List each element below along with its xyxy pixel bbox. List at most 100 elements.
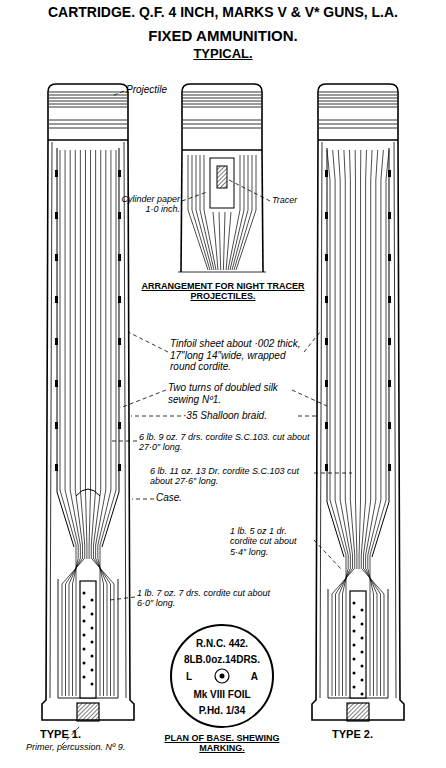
primer-tube: [80, 581, 96, 698]
cordite-strand: [361, 150, 366, 569]
cordite-strand: [350, 150, 355, 569]
driving-band: [183, 124, 261, 125]
driving-band: [49, 98, 127, 99]
cordite-wrap: [58, 579, 118, 698]
cordite-strand: [338, 150, 350, 569]
cordite-strand: [223, 212, 225, 270]
driving-band: [319, 128, 397, 129]
cordite-strand: [100, 150, 116, 559]
sewing-tick: [118, 296, 121, 303]
sewing-tick: [325, 254, 328, 261]
driving-band: [183, 104, 261, 105]
base-marking: P.Hd. 1/34: [199, 706, 246, 716]
callout-label: Primer, percussion. Nº 9.: [26, 742, 146, 752]
sewing-tick: [118, 338, 121, 345]
vent-hole: [353, 658, 356, 661]
vent-hole: [91, 599, 94, 602]
cordite-strand: [343, 569, 349, 696]
driving-band: [183, 95, 261, 96]
tinfoil-wrap: [57, 148, 74, 547]
vent-hole: [353, 616, 356, 619]
driving-band: [183, 98, 261, 99]
vent-hole: [361, 665, 364, 668]
driving-band: [319, 124, 397, 125]
vent-hole: [83, 634, 86, 637]
vent-hole: [361, 623, 364, 626]
sewing-tick: [388, 338, 391, 345]
case-inner-wall: [320, 142, 322, 698]
primer: [347, 703, 369, 721]
vent-hole: [361, 693, 364, 696]
driving-band: [319, 104, 397, 105]
vent-hole: [353, 644, 356, 647]
sewing-tick: [325, 170, 328, 177]
driving-band: [183, 101, 261, 102]
driving-band: [49, 107, 127, 108]
vent-hole: [83, 676, 86, 679]
vent-hole: [353, 686, 356, 689]
cordite-strand: [370, 569, 371, 696]
driving-band: [319, 120, 397, 121]
projectile: [48, 84, 128, 140]
sewing-tick: [55, 380, 58, 387]
cordite-strand: [60, 150, 76, 559]
cordite-strand: [213, 212, 218, 270]
cordite-strand: [366, 150, 378, 569]
callout-label: Tinfoil sheet about ·002 thick, 17″long …: [170, 338, 306, 373]
vent-hole: [91, 641, 94, 644]
cordite-strand: [339, 569, 350, 696]
sewing-tick: [118, 170, 121, 177]
vent-hole: [91, 683, 94, 686]
base-marking: A: [251, 672, 258, 682]
vent-hole: [361, 679, 364, 682]
driving-band: [49, 128, 127, 129]
cordite-strand: [344, 150, 353, 569]
driving-band: [183, 128, 261, 129]
driving-band: [319, 95, 397, 96]
base-plan-circle: R.N.C. 442.8LB.0oz.14DRS.LAMk VIII FOILP…: [170, 624, 274, 728]
sewing-tick: [388, 380, 391, 387]
cordite-strand: [69, 559, 80, 696]
sewing-tick: [325, 338, 328, 345]
sewing-tick: [55, 296, 58, 303]
driving-band: [319, 92, 397, 93]
case-inner-wall: [50, 142, 52, 698]
sewing-tick: [118, 254, 121, 261]
tracer: [217, 166, 227, 188]
base-marking: L: [186, 672, 192, 682]
case: [262, 150, 263, 272]
sewing-tick: [55, 170, 58, 177]
cordite-strand: [366, 569, 377, 696]
silk-sewing: [76, 489, 100, 496]
driving-band: [183, 107, 261, 108]
driving-band: [319, 107, 397, 108]
sewing-tick: [325, 296, 328, 303]
base-marking: Mk VIII FOIL: [193, 690, 250, 700]
callout-label: 1 lb. 7 oz. 7 drs. cordite cut about 6·0…: [137, 588, 281, 609]
cordite-strand: [73, 559, 79, 696]
cordite-strand: [359, 150, 361, 569]
sewing-tick: [55, 254, 58, 261]
cordite-strand: [226, 212, 231, 270]
vent-hole: [353, 602, 356, 605]
sewing-tick: [325, 212, 328, 219]
cordite-strand: [346, 569, 347, 696]
base-marking: 8LB.0oz.14DRS.: [184, 655, 260, 665]
vent-hole: [361, 609, 364, 612]
driving-band: [49, 124, 127, 125]
cordite-strand: [80, 150, 84, 559]
sewing-tick: [118, 422, 121, 429]
heading: PLAN OF BASE. SHEWING MARKING.: [160, 733, 284, 754]
driving-band: [49, 120, 127, 121]
sewing-tick: [388, 212, 391, 219]
tinfoil-wrap: [372, 148, 389, 557]
title: CARTRIDGE. Q.F. 4 INCH, MARKS V & V* GUN…: [0, 4, 446, 20]
primer: [77, 703, 99, 721]
cordite-strand: [96, 559, 107, 696]
vent-hole: [353, 672, 356, 675]
tinfoil-wrap: [102, 148, 119, 547]
heading: ARRANGEMENT FOR NIGHT TRACER PROJECTILES…: [140, 281, 306, 302]
driving-band: [49, 92, 127, 93]
callout-label: Cylinder paper 1·0 inch.: [108, 194, 180, 215]
driving-band: [183, 120, 261, 121]
